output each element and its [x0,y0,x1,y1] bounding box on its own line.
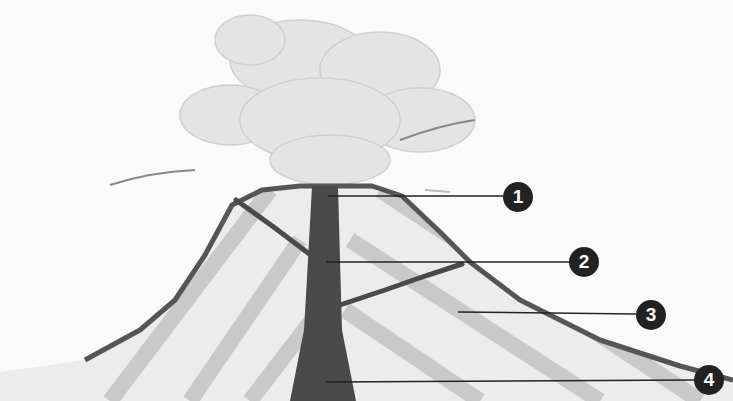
callout-number: 4 [694,365,724,395]
rock-layer [110,190,270,401]
side-vent [340,264,462,305]
callout-circle [569,247,599,277]
leader-line [326,261,569,263]
rock-layer [345,310,480,401]
cone-outline [85,186,733,380]
leader-line [326,380,694,382]
motion-line [110,170,195,185]
callout-circle [636,300,666,330]
cloud-puff [270,135,390,185]
leader-line [458,312,636,314]
callout-number: 2 [569,247,599,277]
cloud-puff [215,15,285,65]
motion-line [400,120,475,140]
leader-line [328,195,503,197]
magma-conduit [290,186,356,401]
callout-circle [694,365,724,395]
rock-layer [190,240,300,401]
smoke-cloud [180,15,475,185]
motion-lines [110,120,475,192]
callout-number: 1 [503,182,533,212]
leader-lines [326,196,694,382]
callout-circle [503,182,533,212]
side-vent [236,200,312,256]
volcano-cone [0,186,733,401]
callout-circles [503,182,724,395]
rock-layers [110,190,700,401]
motion-line [425,190,450,192]
callout-number: 3 [636,300,666,330]
